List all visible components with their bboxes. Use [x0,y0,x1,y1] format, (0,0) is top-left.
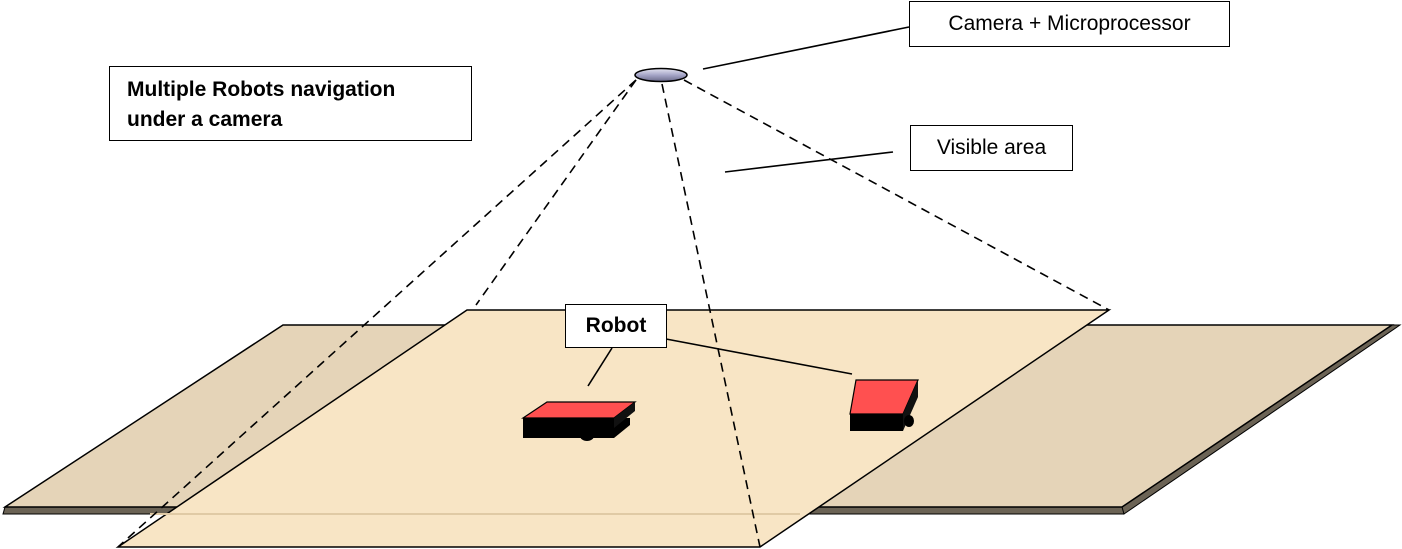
title-label-box: Multiple Robots navigation under a camer… [109,66,472,141]
title-line-2: under a camera [127,108,283,131]
visible-area-label: Visible area [910,125,1073,171]
robot-label: Robot [565,304,667,348]
robot-icon [849,379,919,431]
camera-icon [634,67,688,83]
field-of-view-lines [117,79,1110,548]
title-line-1: Multiple Robots navigation [127,78,396,101]
camera-label: Camera + Microprocessor [909,1,1230,47]
robot-icon [521,401,637,441]
leader-lines [587,26,910,387]
